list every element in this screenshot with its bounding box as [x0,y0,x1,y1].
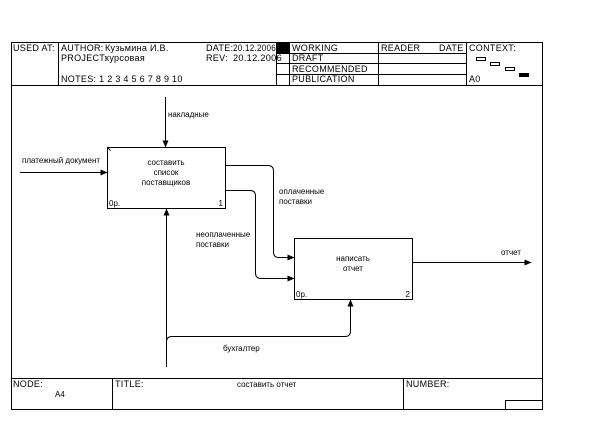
activity-2-cost: 0р. [296,290,307,299]
activity-2-title-line-2: отчет [343,264,363,273]
label-paid-deliveries-line-1: оплаченные [279,187,325,196]
activity-box-1: составить список поставщиков 0р. 1 [107,147,226,209]
label-unpaid-deliveries-line-1: неоплаченные [196,230,251,239]
activity-2-title-line-1: написать [336,254,370,263]
activity-1-cost: 0р. [109,199,120,208]
title-label: TITLE: [115,379,144,389]
label-report: отчет [501,248,521,257]
rev-label: REV: [206,53,228,63]
title-value: составить отчет [237,380,297,389]
node-label: NODE: [13,379,43,389]
drawing-area-frame [11,85,543,379]
project-label: PROJECT: [61,53,107,63]
label-unpaid-deliveries-line-2: поставки [196,240,229,249]
rev-value: 20.12.2006 [233,53,282,63]
activity-1-title-line-3: поставщиков [142,178,190,187]
node-value: A4 [55,390,65,399]
activity-1-title-line-2: список [154,168,179,177]
author-label: AUTHOR: [61,43,104,53]
author-value: Кузьмина И.В. [105,43,169,53]
status-draft: DRAFT [292,53,324,63]
activity-2-number: 2 [406,290,411,299]
activity-1-number: 1 [219,199,224,208]
date-label: DATE: [206,43,233,53]
used-at-label: USED AT: [13,43,55,53]
number-label: NUMBER: [406,379,450,389]
context-map [476,57,529,77]
reader-label: READER [381,43,421,53]
arrow-paid-deliveries [226,165,295,261]
label-paid-deliveries-line-2: поставки [279,197,312,206]
date-value: 20.12.2006 [233,43,276,53]
label-accountant: бухгалтер [223,344,260,353]
label-invoices: накладные [168,110,209,119]
reader-date-label: DATE [439,43,464,53]
notes-label: NOTES: 1 2 3 4 5 6 7 8 9 10 [61,74,183,84]
arrow-unpaid-deliveries [226,190,295,282]
context-label: CONTEXT: [469,43,516,53]
project-value: курсовая [105,53,145,63]
label-payment-document: платежный документ [22,156,100,165]
status-recommended: RECOMMENDED [292,64,368,74]
context-node: A0 [469,74,481,84]
footer-frame [11,378,543,410]
status-publication: PUBLICATION [292,74,355,84]
working-status-marker [277,43,289,53]
arrow-mechanism-accountant-box2 [166,299,354,343]
status-working: WORKING [292,43,338,53]
activity-1-title-line-1: составить [147,158,184,167]
activity-box-2: написать отчет 0р. 2 [294,238,413,300]
